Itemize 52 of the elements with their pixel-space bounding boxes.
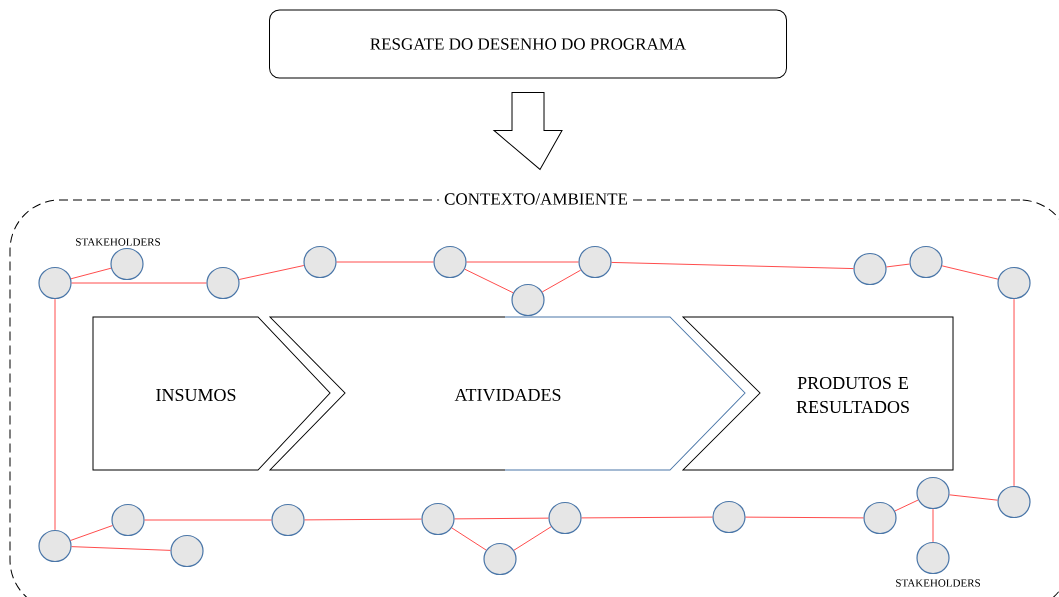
stakeholder-circle [110,247,144,281]
connector-line [54,298,56,531]
stakeholder-circle [916,476,950,510]
connector-line [932,508,934,543]
connector-line [336,261,434,263]
stakeholder-circle [38,266,72,300]
stakeholder-circle [111,503,145,537]
stakeholder-circle [548,501,582,535]
stakeholder-circle [303,245,337,279]
stakeholder-circle [433,245,467,279]
stakeholder-circle [997,266,1031,300]
connector-line [451,527,487,551]
stakeholder-circle [483,542,517,576]
connector-line [541,269,582,293]
connector-line [466,261,579,263]
connector-line [71,546,171,551]
connector-line [894,499,919,512]
connector-line [949,494,998,501]
stakeholder-circle [38,529,72,563]
stakeholder-circle [909,245,943,279]
connector-line [144,519,272,521]
connector-line [70,525,113,541]
connector-line [1013,298,1015,487]
chevron-box: PRODUTOS E RESULTADOS [682,316,954,471]
connector-line [886,263,910,268]
connector-line [745,516,864,519]
chevron-box: ATIVIDADES [269,316,746,471]
stakeholder-circle [853,252,887,286]
connector-line [70,267,112,280]
stakeholder-circle [421,502,455,536]
connector-line [238,265,305,280]
stakeholder-circle [271,503,305,537]
chevron-box: INSUMOS [92,316,331,471]
stakeholder-circle [712,500,746,534]
connector-line [304,518,422,521]
connector-line [581,516,713,519]
title-box: RESGATE DO DESENHO DO PROGRAMA [269,9,787,79]
connector-line [71,282,207,284]
stakeholders-label: STAKEHOLDERS [76,238,160,246]
connector-line [941,265,999,280]
stakeholder-circle [578,245,612,279]
stakeholder-circle [916,541,950,575]
stakeholder-circle [511,283,545,317]
stakeholder-circle [206,266,240,300]
stakeholder-circle [863,501,897,535]
block-arrow [493,92,563,170]
connector-line [464,268,514,294]
stakeholder-circle [997,485,1031,519]
connector-line [454,517,549,520]
connector-line [611,262,854,269]
connector-line [513,526,552,551]
stakeholder-circle [170,534,204,568]
